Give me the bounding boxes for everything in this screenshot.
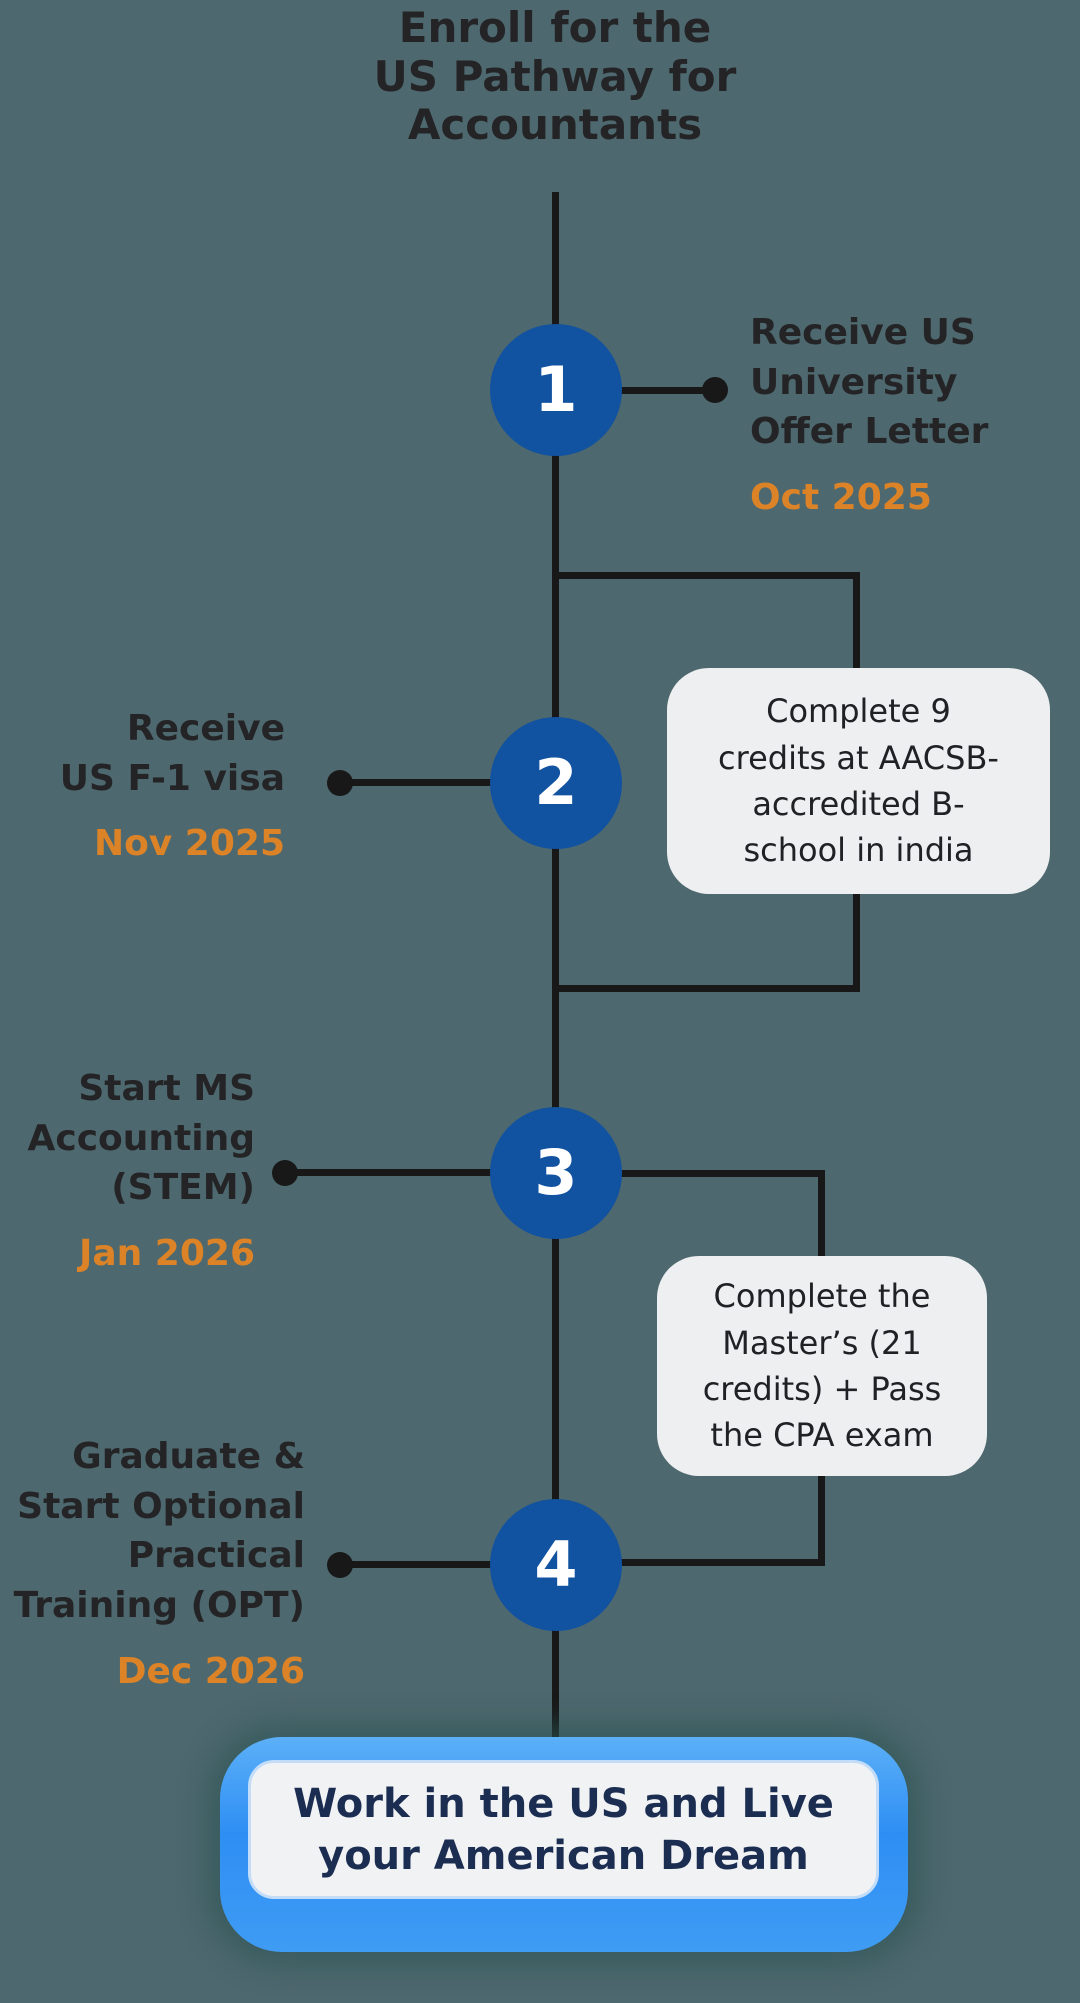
callout-credits-text: Complete 9 credits at AACSB- accredited … — [718, 692, 999, 870]
step-2-connector-line — [340, 779, 492, 786]
step-4-label: Graduate & Start Optional Practical Trai… — [13, 1436, 305, 1627]
step-2-number: 2 — [534, 746, 578, 819]
callout1-return-line — [853, 889, 860, 989]
callout2-drop-line — [818, 1170, 825, 1262]
callout2-branch-bottom-line — [600, 1559, 822, 1566]
footer-banner-inner: Work in the US and Live your American Dr… — [248, 1760, 879, 1899]
step-2-connector-dot — [327, 770, 353, 796]
footer-banner-text: Work in the US and Live your American Dr… — [293, 1780, 834, 1879]
page-title: Enroll for the US Pathway for Accountant… — [373, 3, 737, 150]
step-3-number: 3 — [534, 1136, 578, 1209]
step-4-date: Dec 2026 — [116, 1650, 305, 1692]
callout1-branch-bottom-line — [558, 985, 860, 992]
step-3-label: Start MS Accounting (STEM) — [27, 1068, 255, 1209]
step-2-label: Receive US F-1 visa — [59, 708, 285, 799]
step-4-circle: 4 — [490, 1499, 622, 1631]
callout1-drop-line — [853, 572, 860, 672]
callout-masters-box: Complete the Master’s (21 credits) + Pas… — [657, 1256, 987, 1476]
step-4-connector-dot — [327, 1552, 353, 1578]
step-1-circle: 1 — [490, 324, 622, 456]
step-1-label-block: Receive US University Offer Letter Oct 2… — [750, 308, 988, 518]
callout2-branch-top-line — [600, 1170, 822, 1177]
step-2-date: Nov 2025 — [93, 823, 285, 865]
step-2-circle: 2 — [490, 717, 622, 849]
callout2-return-line — [818, 1471, 825, 1566]
step-1-number: 1 — [534, 353, 578, 426]
step-3-circle: 3 — [490, 1107, 622, 1239]
step-4-label-block: Graduate & Start Optional Practical Trai… — [14, 1432, 305, 1692]
callout-credits-box: Complete 9 credits at AACSB- accredited … — [667, 668, 1050, 894]
step-1-label: Receive US University Offer Letter — [750, 312, 989, 453]
timeline-trunk-line — [552, 192, 559, 1762]
step-4-number: 4 — [534, 1528, 578, 1601]
step-1-connector-line — [620, 387, 715, 394]
step-1-date: Oct 2025 — [750, 477, 932, 519]
step-2-label-block: Receive US F-1 visa Nov 2025 — [60, 704, 285, 864]
step-3-label-block: Start MS Accounting (STEM) Jan 2026 — [28, 1064, 255, 1274]
step-1-connector-dot — [702, 377, 728, 403]
step-3-date: Jan 2026 — [78, 1233, 255, 1275]
step-3-connector-line — [285, 1169, 492, 1176]
callout1-branch-top-line — [558, 572, 860, 579]
step-3-connector-dot — [272, 1160, 298, 1186]
callout-masters-text: Complete the Master’s (21 credits) + Pas… — [702, 1277, 942, 1455]
step-4-connector-line — [340, 1561, 492, 1568]
